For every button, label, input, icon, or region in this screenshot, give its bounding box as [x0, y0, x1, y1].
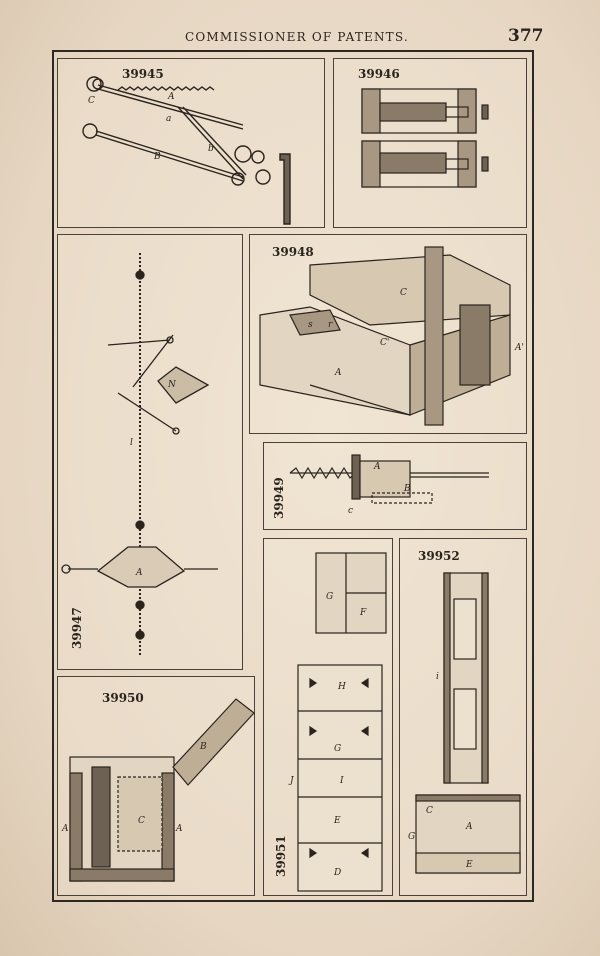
figure-panel-39947: 39947 N l A — [57, 234, 243, 670]
figure-panel-39945: 39945 C A a b B — [57, 58, 325, 228]
figure-number: 39945 — [122, 67, 164, 81]
page-number: 377 — [508, 26, 544, 46]
figure-drawing-39951: G F H G J I E D — [288, 552, 387, 892]
label: A — [61, 824, 69, 834]
figure-panel-39951: 39951 G F H G J I E D — [263, 538, 393, 896]
plate-frame — [52, 50, 534, 902]
label: C' — [380, 338, 389, 348]
figure-drawing-39945: C A a b B — [82, 76, 291, 225]
label: b — [208, 144, 214, 154]
label: A — [135, 568, 143, 578]
figure-number: 39946 — [358, 67, 400, 81]
label: G — [326, 592, 333, 602]
figure-number: 39948 — [272, 245, 314, 259]
label: A — [175, 824, 183, 834]
label: E — [465, 860, 473, 870]
label: A — [334, 368, 342, 378]
label: c — [348, 506, 353, 516]
figure-panel-39952: 39952 i C A G E — [399, 538, 527, 896]
label: s — [308, 320, 313, 330]
figure-drawing-39948: C C' A A' s r — [259, 246, 524, 426]
figure-panel-39946: 39946 — [333, 58, 527, 228]
label: E — [333, 816, 341, 826]
running-title: COMMISSIONER OF PATENTS. — [185, 30, 409, 44]
figure-drawing-39947: N l A — [61, 253, 218, 655]
figure-drawing-39950: B C A A — [61, 698, 255, 882]
label: a — [166, 114, 171, 124]
label: A — [373, 462, 381, 472]
label: H — [337, 682, 346, 692]
label: C — [138, 816, 145, 826]
label: A' — [514, 343, 524, 353]
label: I — [339, 776, 344, 786]
label: l — [130, 438, 133, 448]
label: B — [153, 152, 161, 162]
figure-number: 39950 — [102, 691, 144, 705]
label: B — [199, 742, 207, 752]
figure-drawing-39949: A B c — [289, 454, 489, 516]
label: B — [403, 484, 411, 494]
label: C — [88, 96, 95, 106]
figure-panel-39949: 39949 A B c — [263, 442, 527, 530]
label: C — [426, 806, 433, 816]
label: r — [328, 320, 333, 330]
label: G — [408, 832, 415, 842]
label: G — [334, 744, 341, 754]
label: C — [400, 288, 407, 298]
label: J — [288, 776, 295, 786]
label: A — [167, 92, 175, 102]
label: N — [167, 380, 177, 390]
label: A — [465, 822, 473, 832]
figure-panel-39950: 39950 B C A A — [57, 676, 255, 896]
label: F — [359, 608, 367, 618]
figure-drawing-39952: i C A G E — [408, 572, 521, 874]
figure-number: 39952 — [418, 549, 460, 563]
figure-drawing-39946 — [361, 88, 489, 188]
label: D — [333, 868, 341, 878]
figure-panel-39948: 39948 C C' A A' s r — [249, 234, 527, 434]
label: i — [436, 672, 439, 682]
